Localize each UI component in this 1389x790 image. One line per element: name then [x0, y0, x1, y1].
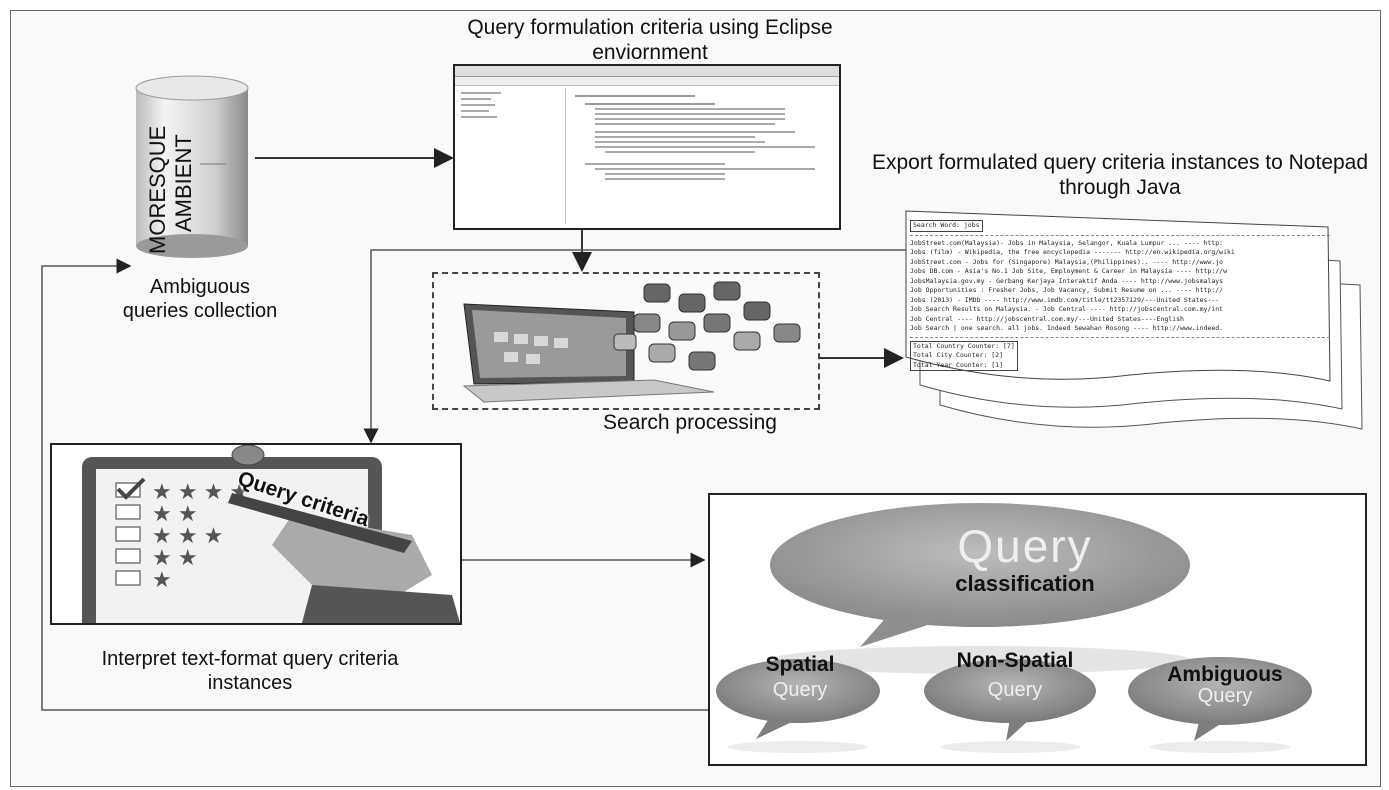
classification-box: Query classification Spatial Query Non-S… [708, 493, 1367, 766]
spatial-label: Spatial [765, 653, 835, 676]
search-processing-box [432, 272, 820, 410]
ambiguous-bubble-text: Query [1197, 685, 1253, 707]
cylinder-line1: MORESQUE [145, 126, 170, 254]
notepad-line: Job Search | one search. all jobs. Indee… [910, 324, 1224, 332]
database-cylinder [135, 75, 249, 258]
notepad-line: JobStreet.com - Jobs for (Singapore) Mal… [910, 257, 1224, 266]
notepad-line: JobStreet.com(Malaysia)- Jobs in Malaysi… [910, 238, 1224, 247]
notepad-divider [910, 234, 1330, 236]
notepad-line: Jobs (film) - Wikipedia, the free encycl… [910, 248, 1235, 256]
notepad-search-word: Search Word: jobs [910, 220, 983, 232]
spatial-bubble-text: Query [772, 679, 828, 701]
notepad-line: JobsMalaysia.gov.my - Gerbang Kerjaya In… [910, 276, 1224, 285]
notepad-line: Job Opportunities : Fresher Jobs, Job Va… [910, 286, 1224, 294]
ambiguous-title: Ambiguous queries collection [122, 276, 278, 322]
clipboard-illustration: ★ ★ ★ ★ ★ ★ ★ ★ ★ ★ ★ ★ [82, 445, 460, 623]
eclipse-package-explorer [457, 88, 566, 224]
notepad-stack [905, 210, 1363, 430]
notepad-line: Jobs (2013) - IMDb ---- http://www.imdb.… [910, 295, 1220, 304]
cylinder-line2: AMBIENT [171, 134, 196, 232]
cylinder-label: MORESQUE AMBIENT [143, 82, 196, 257]
eclipse-titlebar [455, 66, 839, 77]
laptop-cloud-illustration [462, 281, 801, 403]
notepad-counter: Total Country Counter: [7] [913, 341, 1015, 350]
search-title: Search processing [603, 411, 777, 434]
svg-text:★: ★ [152, 567, 172, 592]
big-query-word: Query [957, 520, 1093, 572]
non-spatial-bubble-text: Query [987, 679, 1043, 701]
eclipse-title: Query formulation criteria using Eclipse… [467, 16, 833, 65]
notepad-line: Job Central ---- http://jobscentral.com.… [910, 314, 1184, 323]
ambiguous-label: Ambiguous [1167, 663, 1283, 686]
classification-bubbles [716, 503, 1312, 753]
svg-text:★ ★: ★ ★ [152, 545, 198, 570]
arrow-feedback-loop [41, 258, 710, 711]
non-spatial-label: Non-Spatial [956, 649, 1074, 672]
notepad-counter: Total City Counter: [2] [913, 351, 1004, 359]
classification-subtitle: classification [955, 571, 1095, 596]
svg-text:★ ★: ★ ★ [152, 501, 198, 526]
notepad-text: Search Word: jobs JobStreet.com(Malaysia… [910, 220, 1330, 371]
eclipse-window [453, 64, 841, 230]
query-criteria-box: ★ ★ ★ ★ ★ ★ ★ ★ ★ ★ ★ ★ Query criteria [50, 443, 462, 625]
eclipse-code-area [575, 92, 825, 183]
notepad-divider [910, 336, 1330, 338]
arrow-notepad-to-clipboard [363, 249, 906, 444]
eclipse-toolbar [455, 77, 839, 86]
interpret-title: Interpret text-format query criteria ins… [101, 648, 399, 694]
notepad-counters: Total Country Counter: [7] Total City Co… [910, 340, 1018, 371]
notepad-line: Job Search Results on Malaysia. - Job Ce… [910, 305, 1224, 313]
svg-text:★ ★ ★: ★ ★ ★ [152, 523, 223, 548]
notepad-line: Jobs DB.com - Asia's No.1 Job Site, Empl… [910, 267, 1227, 275]
notepad-counter: Total Year Counter: [1] [913, 360, 1004, 369]
export-title: Export formulated query criteria instanc… [871, 151, 1369, 200]
